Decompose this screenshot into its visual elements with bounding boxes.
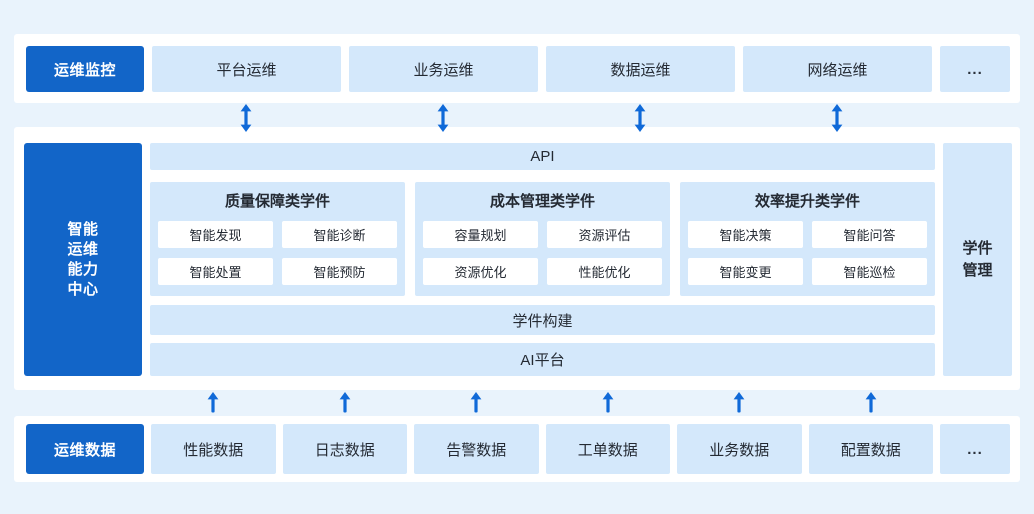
group-efficiency-improvement: 效率提升类学件 智能决策 智能问答 智能变更 智能巡检 [680, 182, 935, 296]
ops-data-panel: 运维数据 性能数据 日志数据 告警数据 工单数据 业务数据 配置数据 ... [14, 416, 1020, 482]
learnware-management-box: 学件 管理 [943, 143, 1012, 376]
data-more-ellipsis: ... [940, 424, 1010, 474]
bidirectional-arrow-icon [831, 104, 843, 132]
up-arrow-icon [865, 392, 877, 413]
up-arrow-icon [207, 392, 219, 413]
ai-platform-bar: AI平台 [150, 343, 935, 376]
api-bar: API [150, 143, 935, 170]
data-item: 工单数据 [545, 424, 670, 474]
capability-center-body: API 质量保障类学件 智能发现 智能诊断 智能处置 智能预防 成本管理类学件 … [150, 143, 935, 376]
learnware-cell: 智能问答 [812, 221, 927, 248]
monitor-item: 数据运维 [546, 46, 735, 92]
bidirectional-arrow-icon [437, 104, 449, 132]
learnware-cell: 智能决策 [688, 221, 803, 248]
learnware-cell: 智能诊断 [282, 221, 397, 248]
ops-monitoring-panel: 运维监控 平台运维 业务运维 数据运维 网络运维 ... [14, 34, 1020, 103]
data-item: 日志数据 [282, 424, 407, 474]
bidirectional-arrow-icon [240, 104, 252, 132]
learnware-cell: 智能发现 [158, 221, 273, 248]
up-arrow-icon [602, 392, 614, 413]
learnware-cell: 资源评估 [547, 221, 662, 248]
learnware-groups: 质量保障类学件 智能发现 智能诊断 智能处置 智能预防 成本管理类学件 容量规划… [150, 182, 935, 296]
learnware-cell: 资源优化 [423, 258, 538, 285]
learnware-cell: 智能巡检 [812, 258, 927, 285]
data-item: 配置数据 [808, 424, 933, 474]
learnware-build-bar: 学件构建 [150, 305, 935, 335]
learnware-cell: 智能处置 [158, 258, 273, 285]
group-quality-assurance: 质量保障类学件 智能发现 智能诊断 智能处置 智能预防 [150, 182, 405, 296]
monitor-more-ellipsis: ... [940, 46, 1010, 92]
monitor-item: 平台运维 [152, 46, 341, 92]
up-arrow-icon [733, 392, 745, 413]
group-cost-management: 成本管理类学件 容量规划 资源评估 资源优化 性能优化 [415, 182, 670, 296]
up-arrow-icon [339, 392, 351, 413]
capability-center-label: 智能 运维 能力 中心 [24, 143, 142, 376]
data-item: 性能数据 [151, 424, 276, 474]
ops-data-label: 运维数据 [26, 424, 144, 474]
data-item: 告警数据 [414, 424, 539, 474]
monitor-item: 业务运维 [349, 46, 538, 92]
monitor-item: 网络运维 [743, 46, 932, 92]
capability-center-panel: 智能 运维 能力 中心 API 质量保障类学件 智能发现 智能诊断 智能处置 智… [14, 127, 1020, 390]
learnware-cell: 性能优化 [547, 258, 662, 285]
learnware-cell: 智能变更 [688, 258, 803, 285]
learnware-cell: 智能预防 [282, 258, 397, 285]
bidirectional-arrow-icon [634, 104, 646, 132]
data-item: 业务数据 [677, 424, 802, 474]
learnware-cell: 容量规划 [423, 221, 538, 248]
up-arrow-icon [470, 392, 482, 413]
ops-monitoring-label: 运维监控 [26, 46, 144, 92]
